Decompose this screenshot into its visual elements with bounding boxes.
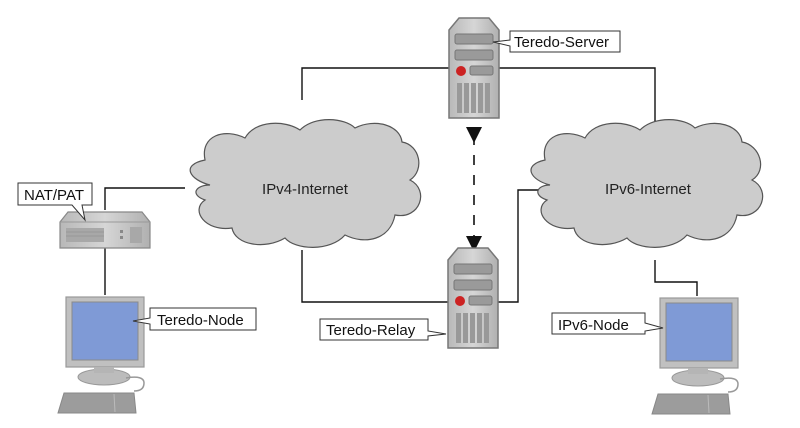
nat-pat-callout: NAT/PAT: [17, 182, 93, 222]
ipv6-node-computer[interactable]: IPv6-Node: [551, 297, 739, 415]
teredo-relay-device[interactable]: Teredo-Relay: [319, 247, 499, 349]
ipv4-internet-cloud[interactable]: IPv4-Internet: [189, 119, 422, 248]
ipv4-internet-label: IPv4-Internet: [262, 181, 349, 198]
teredo-server-callout: Teredo-Server: [492, 30, 621, 53]
nat-pat-router[interactable]: NAT/PAT: [17, 182, 151, 249]
teredo-relay-label: Teredo-Relay: [326, 322, 416, 339]
teredo-relay-callout: Teredo-Relay: [319, 318, 447, 341]
nat-pat-label: NAT/PAT: [24, 187, 84, 204]
edge-nat-ipv4: [104, 187, 185, 210]
teredo-node-callout: Teredo-Node: [132, 307, 257, 331]
teredo-server-label: Teredo-Server: [514, 34, 609, 51]
ipv6-node-label: IPv6-Node: [558, 317, 629, 334]
teredo-server-device[interactable]: Teredo-Server: [448, 17, 621, 119]
ipv6-internet-cloud[interactable]: IPv6-Internet: [530, 119, 764, 248]
ipv6-node-callout: IPv6-Node: [551, 312, 664, 335]
edge-relay-clouds: [301, 189, 540, 303]
edge-ipv6-node: [654, 260, 698, 296]
ipv6-internet-label: IPv6-Internet: [605, 181, 692, 198]
teredo-node-computer[interactable]: Teredo-Node: [57, 296, 257, 414]
teredo-node-label: Teredo-Node: [157, 312, 244, 329]
